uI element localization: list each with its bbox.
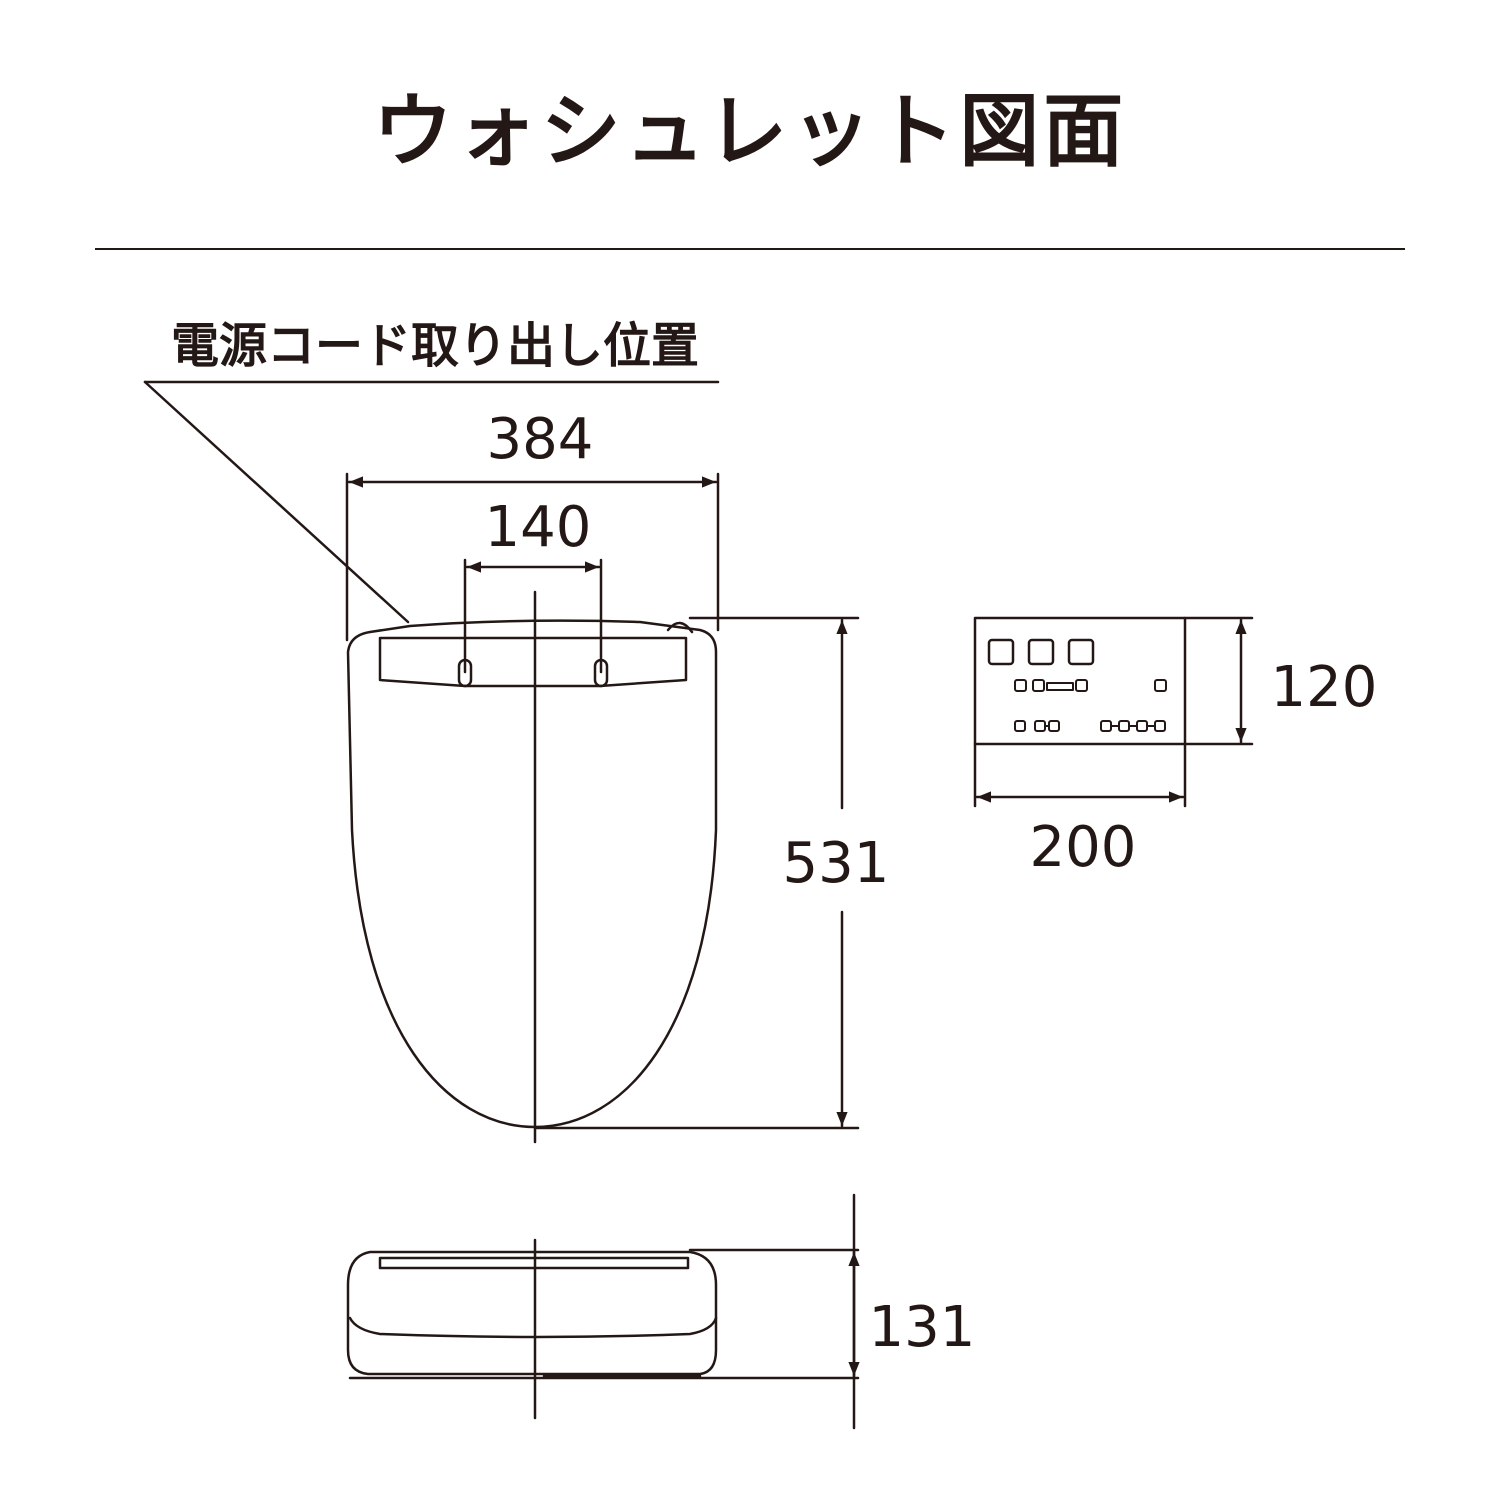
callout-leader — [143, 380, 410, 624]
remote-width-200-label: 200 — [1030, 815, 1137, 880]
remote-height-120-label: 120 — [1271, 655, 1378, 720]
seat-hinge-panel — [378, 636, 688, 688]
bolt-left — [457, 658, 473, 688]
remote-small-button — [1034, 720, 1046, 732]
page-title: ウォシュレット図面 — [372, 85, 1128, 178]
remote-body — [973, 616, 1187, 746]
seat-outline — [346, 619, 718, 1129]
top-view: 電源コード取り出し位置 384 140 — [143, 318, 890, 1144]
cord-position-label: 電源コード取り出し位置 — [171, 318, 699, 374]
remote-small-button — [1100, 720, 1112, 732]
remote-small-button — [1048, 720, 1060, 732]
side-lid-curve — [348, 1316, 718, 1339]
remote-level-indicator — [1046, 682, 1074, 691]
remote-button-1 — [987, 638, 1015, 666]
side-view: 131 — [346, 1193, 976, 1430]
bolt-right — [593, 658, 609, 688]
side-height-131-label: 131 — [869, 1295, 976, 1360]
remote-small-button — [1032, 679, 1045, 692]
remote-view: 120 200 — [973, 616, 1378, 880]
remote-button-3 — [1067, 638, 1095, 666]
length-531-label: 531 — [783, 831, 890, 896]
remote-small-button — [1014, 720, 1026, 732]
remote-small-button — [1075, 679, 1088, 692]
bolt-spacing-140-label: 140 — [485, 495, 592, 560]
remote-small-button — [1154, 720, 1166, 732]
remote-small-button — [1136, 720, 1148, 732]
side-top-lid — [378, 1256, 690, 1270]
cord-outlet — [666, 621, 694, 634]
remote-small-button — [1118, 720, 1130, 732]
remote-small-button — [1154, 679, 1167, 692]
remote-button-2 — [1027, 638, 1055, 666]
side-body-outline — [346, 1250, 718, 1376]
remote-small-button — [1014, 679, 1027, 692]
width-384-label: 384 — [487, 407, 594, 472]
title-divider — [95, 248, 1405, 250]
